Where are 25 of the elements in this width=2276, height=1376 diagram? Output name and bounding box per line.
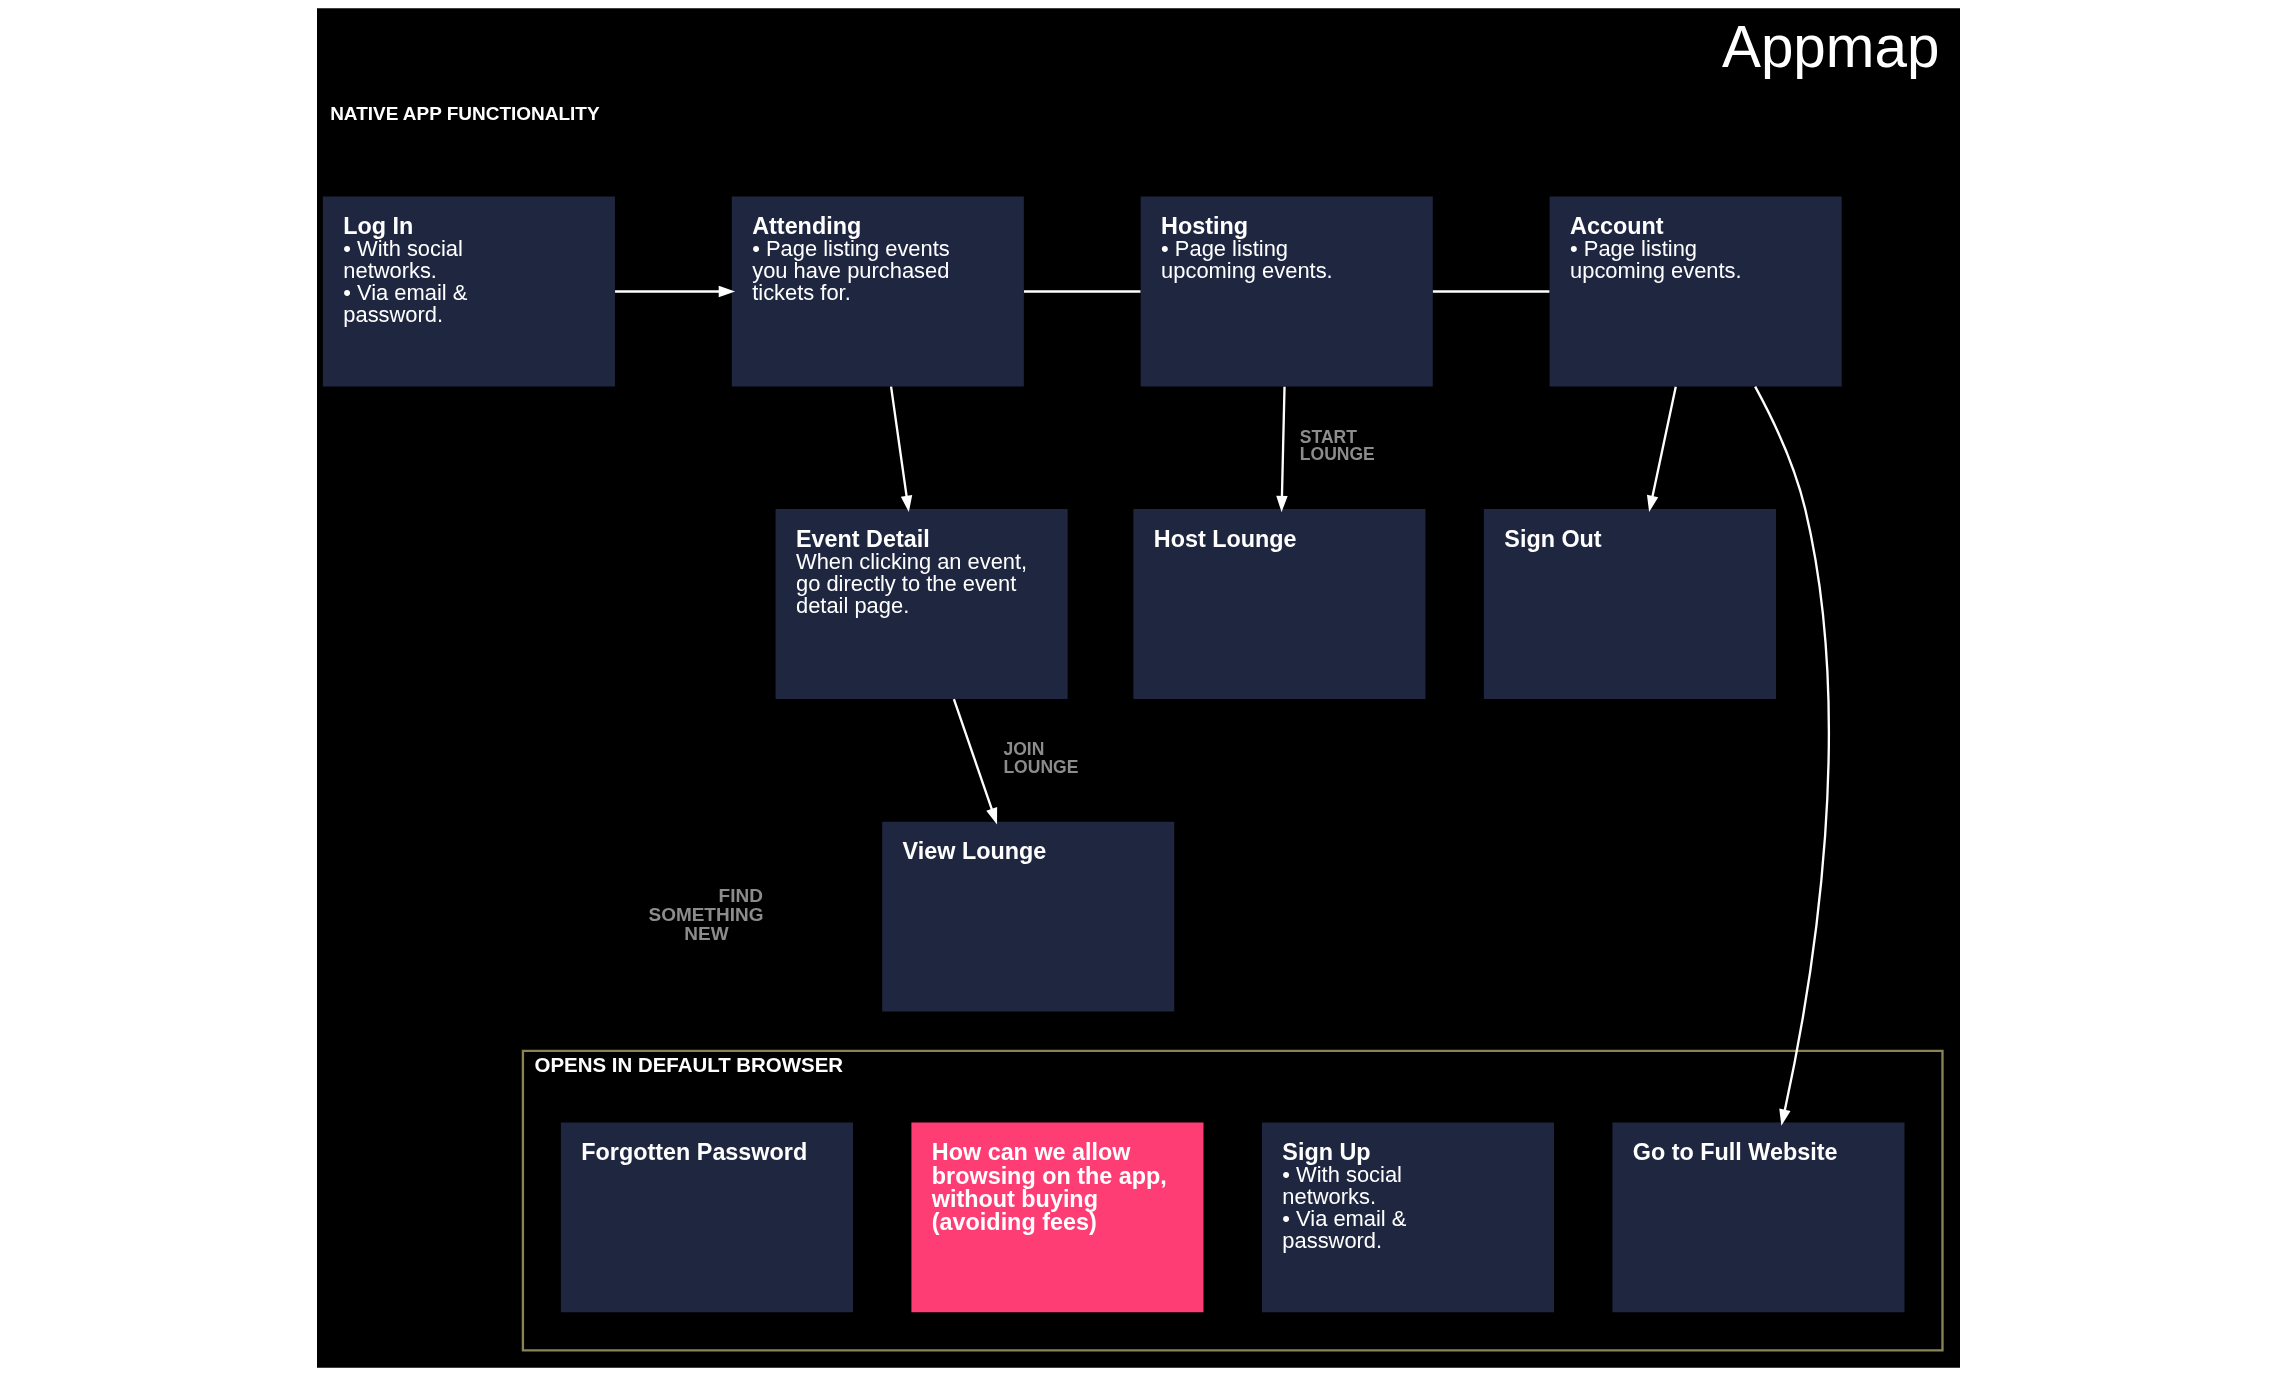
node-box: Attending • Page listing events you have purchased tickets for. — [731, 196, 1024, 387]
arrow — [889, 386, 912, 513]
arrow — [614, 285, 735, 298]
edge-label: START LOUNGE — [1299, 426, 1375, 465]
diagram-title: Appmap — [1721, 13, 1939, 79]
node-box: Forgotten Password — [560, 1122, 853, 1313]
node-box: Host Lounge — [1132, 509, 1425, 699]
arrow — [1275, 386, 1288, 513]
node-box: Sign Out — [1483, 509, 1776, 699]
arrow — [1646, 386, 1677, 513]
node-box: View Lounge — [881, 821, 1174, 1012]
connector — [1432, 290, 1549, 293]
node-box: Hosting • Page listing upcoming events. — [1140, 196, 1433, 387]
node-box: Event Detail When clicking an event, go directly to the event detail page. — [775, 509, 1068, 699]
node-box: Log In • With social networks. • Via email & password. — [322, 196, 615, 387]
node-box: Go to Full Website — [1611, 1122, 1904, 1313]
arrow — [952, 698, 997, 825]
node-box: How can we allow browsing on the app, without buying (avoiding fees) — [910, 1122, 1203, 1313]
connector — [1023, 290, 1140, 293]
label: NATIVE APP FUNCTIONALITY — [329, 102, 600, 124]
edge-label: JOIN LOUNGE — [1002, 739, 1078, 777]
node-box: Account • Page listing upcoming events. — [1549, 196, 1842, 387]
arrow — [1753, 386, 1830, 1126]
node-box: Sign Up • With social networks. • Via email & password. — [1261, 1122, 1554, 1313]
label: FIND SOMETHING NEW — [648, 884, 763, 944]
